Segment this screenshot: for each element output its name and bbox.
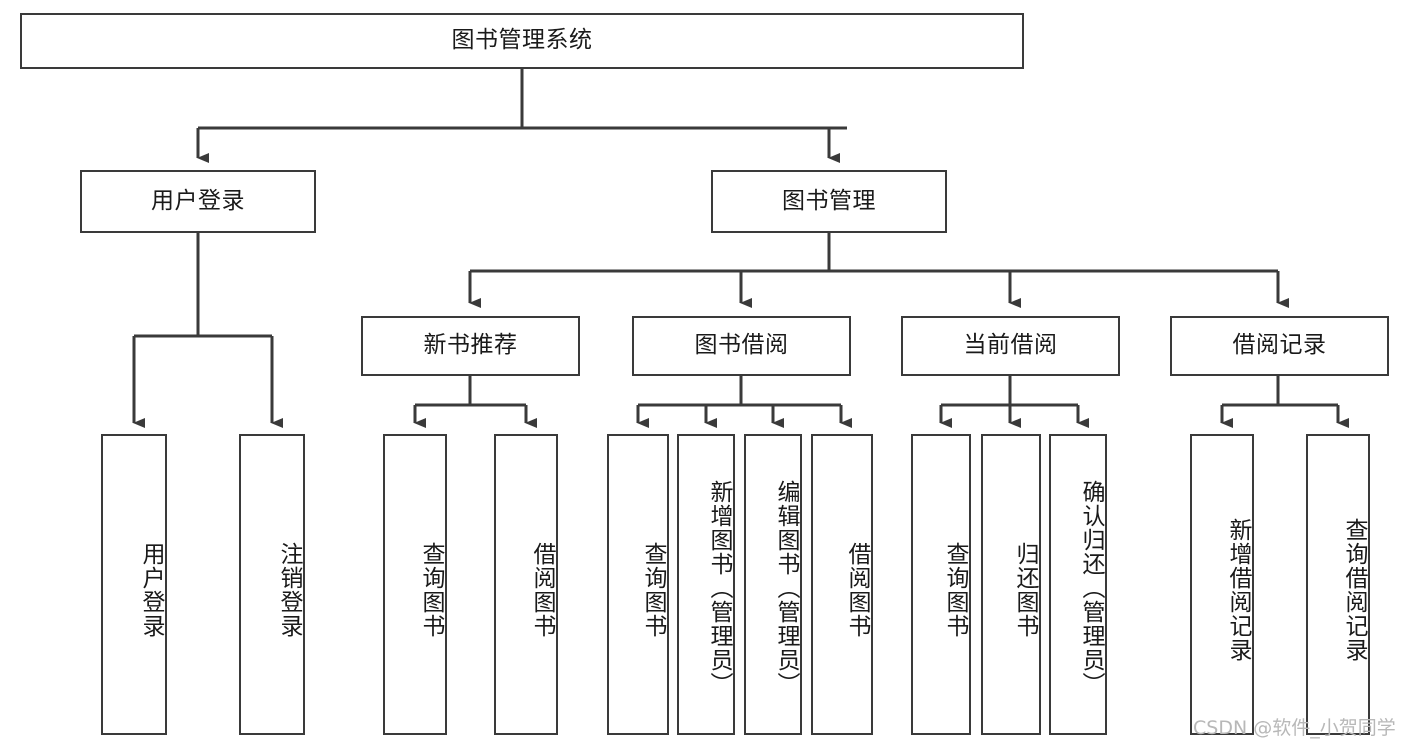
leaf-recommend-borrow-book[interactable]: 借阅图书 bbox=[494, 434, 558, 735]
node-label: 借阅图书 bbox=[844, 541, 870, 638]
leaf-user-login[interactable]: 用户登录 bbox=[101, 434, 167, 735]
node-label: 用户登录 bbox=[138, 541, 164, 638]
leaf-logout[interactable]: 注销登录 bbox=[239, 434, 305, 735]
node-book-management[interactable]: 图书管理 bbox=[711, 170, 947, 233]
node-label: 编辑图书（管理员） bbox=[773, 479, 799, 696]
node-label: 图书借阅 bbox=[694, 332, 789, 359]
leaf-current-confirm-return-admin[interactable]: 确认归还（管理员） bbox=[1049, 434, 1107, 735]
node-borrow-records[interactable]: 借阅记录 bbox=[1170, 316, 1389, 376]
node-label: 新书推荐 bbox=[423, 332, 518, 359]
leaf-borrow-query-book[interactable]: 查询图书 bbox=[607, 434, 669, 735]
node-label: 借阅记录 bbox=[1232, 332, 1327, 359]
node-current-borrow[interactable]: 当前借阅 bbox=[901, 316, 1120, 376]
node-root-system[interactable]: 图书管理系统 bbox=[20, 13, 1024, 69]
node-user-login[interactable]: 用户登录 bbox=[80, 170, 316, 233]
leaf-records-add-record[interactable]: 新增借阅记录 bbox=[1190, 434, 1254, 735]
node-new-book-recommend[interactable]: 新书推荐 bbox=[361, 316, 580, 376]
node-label: 新增图书（管理员） bbox=[706, 479, 732, 696]
leaf-records-query-record[interactable]: 查询借阅记录 bbox=[1306, 434, 1370, 735]
leaf-borrow-add-book-admin[interactable]: 新增图书（管理员） bbox=[677, 434, 735, 735]
node-book-borrow[interactable]: 图书借阅 bbox=[632, 316, 851, 376]
csdn-watermark: CSDN @软件_小贺同学 bbox=[1193, 717, 1396, 739]
node-label: 归还图书 bbox=[1012, 541, 1038, 638]
node-label: 注销登录 bbox=[276, 541, 302, 638]
leaf-current-query-book[interactable]: 查询图书 bbox=[911, 434, 971, 735]
leaf-recommend-query-book[interactable]: 查询图书 bbox=[383, 434, 447, 735]
leaf-borrow-edit-book-admin[interactable]: 编辑图书（管理员） bbox=[744, 434, 802, 735]
node-label: 图书管理 bbox=[782, 187, 876, 214]
node-label: 查询借阅记录 bbox=[1341, 517, 1367, 662]
node-label: 图书管理系统 bbox=[451, 27, 593, 54]
leaf-borrow-borrow-book[interactable]: 借阅图书 bbox=[811, 434, 873, 735]
node-label: 当前借阅 bbox=[963, 332, 1058, 359]
node-label: 查询图书 bbox=[640, 541, 666, 638]
node-label: 确认归还（管理员） bbox=[1078, 479, 1104, 696]
node-label: 借阅图书 bbox=[529, 541, 555, 638]
node-label: 查询图书 bbox=[942, 541, 968, 638]
leaf-current-return-book[interactable]: 归还图书 bbox=[981, 434, 1041, 735]
node-label: 查询图书 bbox=[418, 541, 444, 638]
node-label: 新增借阅记录 bbox=[1225, 517, 1251, 662]
node-label: 用户登录 bbox=[151, 187, 245, 214]
